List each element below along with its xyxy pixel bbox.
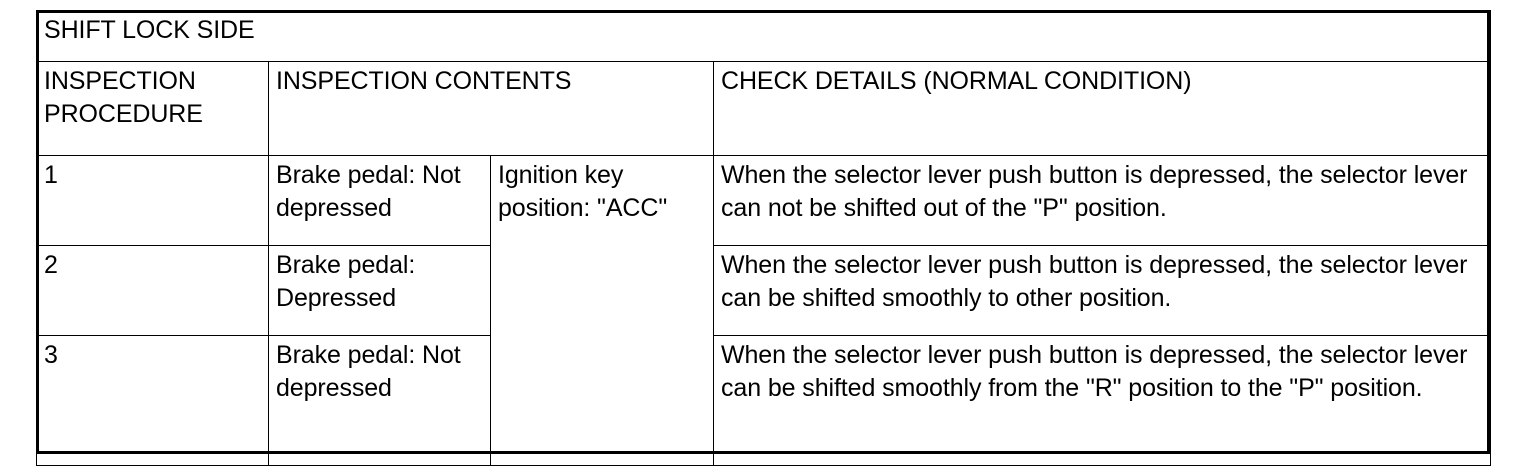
table-row: 1 Brake pedal: Not depressed Ignition ke… <box>36 155 1492 466</box>
cell-procedure-3: 3 <box>36 335 269 466</box>
header-inspection-contents: INSPECTION CONTENTS <box>268 61 714 156</box>
table-header-row: INSPECTION PROCEDURE INSPECTION CONTENTS… <box>36 61 1492 156</box>
table-row: 3 Brake pedal: Not depressed When the se… <box>36 335 1492 466</box>
table-row: 2 Brake pedal: Depressed When the select… <box>36 245 1492 336</box>
cell-ignition-key-position: Ignition key position: "ACC" <box>490 155 714 466</box>
header-check-details: CHECK DETAILS (NORMAL CONDITION) <box>712 61 1492 156</box>
cell-check-details-3: When the selector lever push button is d… <box>712 335 1492 466</box>
cell-brake-pedal-3: Brake pedal: Not depressed <box>268 335 491 466</box>
header-inspection-procedure: INSPECTION PROCEDURE <box>36 61 269 156</box>
cell-procedure-2: 2 <box>36 245 269 336</box>
cell-check-details-1: When the selector lever push button is d… <box>712 155 1492 246</box>
cell-procedure-1: 1 <box>36 155 269 246</box>
table-title: SHIFT LOCK SIDE <box>35 10 1492 62</box>
cell-check-details-2: When the selector lever push button is d… <box>712 245 1492 336</box>
cell-brake-pedal-2: Brake pedal: Depressed <box>268 245 491 336</box>
cell-brake-pedal-1: Brake pedal: Not depressed <box>268 155 491 246</box>
shift-lock-side-inspection-table: SHIFT LOCK SIDE INSPECTION PROCEDURE INS… <box>35 10 1492 466</box>
table-title-row: SHIFT LOCK SIDE <box>35 10 1492 62</box>
